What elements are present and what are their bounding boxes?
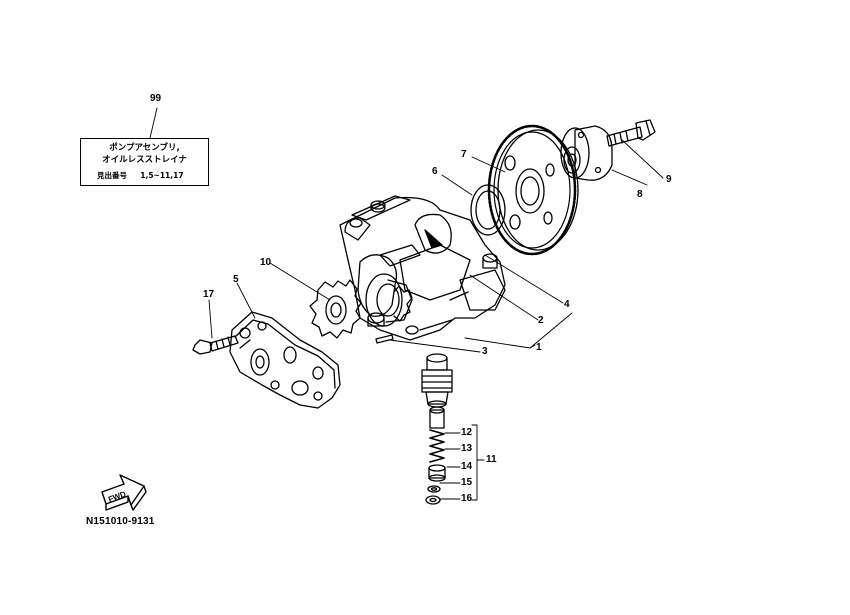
callout-99: 99 (150, 93, 162, 104)
drive-gear-part-7 (487, 124, 579, 256)
valve-plunger-part-12 (429, 406, 445, 429)
assembly-label-box: ポンプアセンブリ, オイルレスストレイナ 見出番号 1,5~11,17 (80, 138, 209, 186)
relief-valve-part-11 (421, 353, 453, 408)
pump-housing (339, 195, 506, 341)
fwd-label: FWD (107, 489, 127, 504)
callout-5: 5 (233, 274, 239, 285)
reference-label: 見出番号 (97, 171, 127, 180)
bolt-part-9 (606, 119, 656, 147)
callout-15: 15 (461, 477, 473, 488)
callout-7: 7 (461, 149, 467, 160)
pump-cover-part-5 (229, 311, 341, 409)
spring-part-13 (429, 429, 445, 463)
fwd-arrow-icon (101, 474, 147, 511)
assembly-name-line-2: オイルレスストレイナ (102, 155, 187, 165)
callout-13: 13 (461, 443, 473, 454)
clip-part-16 (425, 495, 441, 505)
callout-1: 1 (536, 342, 542, 353)
callout-17: 17 (203, 289, 215, 300)
callout-14: 14 (461, 461, 473, 472)
assembly-name-line-1: ポンプアセンブリ, (109, 143, 180, 153)
callout-6: 6 (432, 166, 438, 177)
leader-lines (149, 107, 664, 501)
callout-3: 3 (482, 346, 488, 357)
spacer-part-14 (428, 464, 446, 482)
screw-part-17 (192, 335, 239, 355)
gasket-part-6 (470, 184, 506, 236)
callout-16: 16 (461, 493, 473, 504)
callout-9: 9 (666, 174, 672, 185)
diagram-code: N151010-9131 (86, 516, 155, 527)
reference-value: 1,5~11,17 (140, 171, 184, 180)
washer-part-15 (427, 485, 441, 493)
callout-4: 4 (564, 299, 570, 310)
dowel-pin-part-3 (375, 334, 394, 344)
callout-8: 8 (637, 189, 643, 200)
callout-2: 2 (538, 315, 544, 326)
callout-12: 12 (461, 427, 473, 438)
callout-10: 10 (260, 257, 272, 268)
callout-11: 11 (486, 454, 497, 465)
reference-numbers: 見出番号 1,5~11,17 (97, 170, 184, 181)
pump-rotor-part-10 (309, 279, 362, 339)
